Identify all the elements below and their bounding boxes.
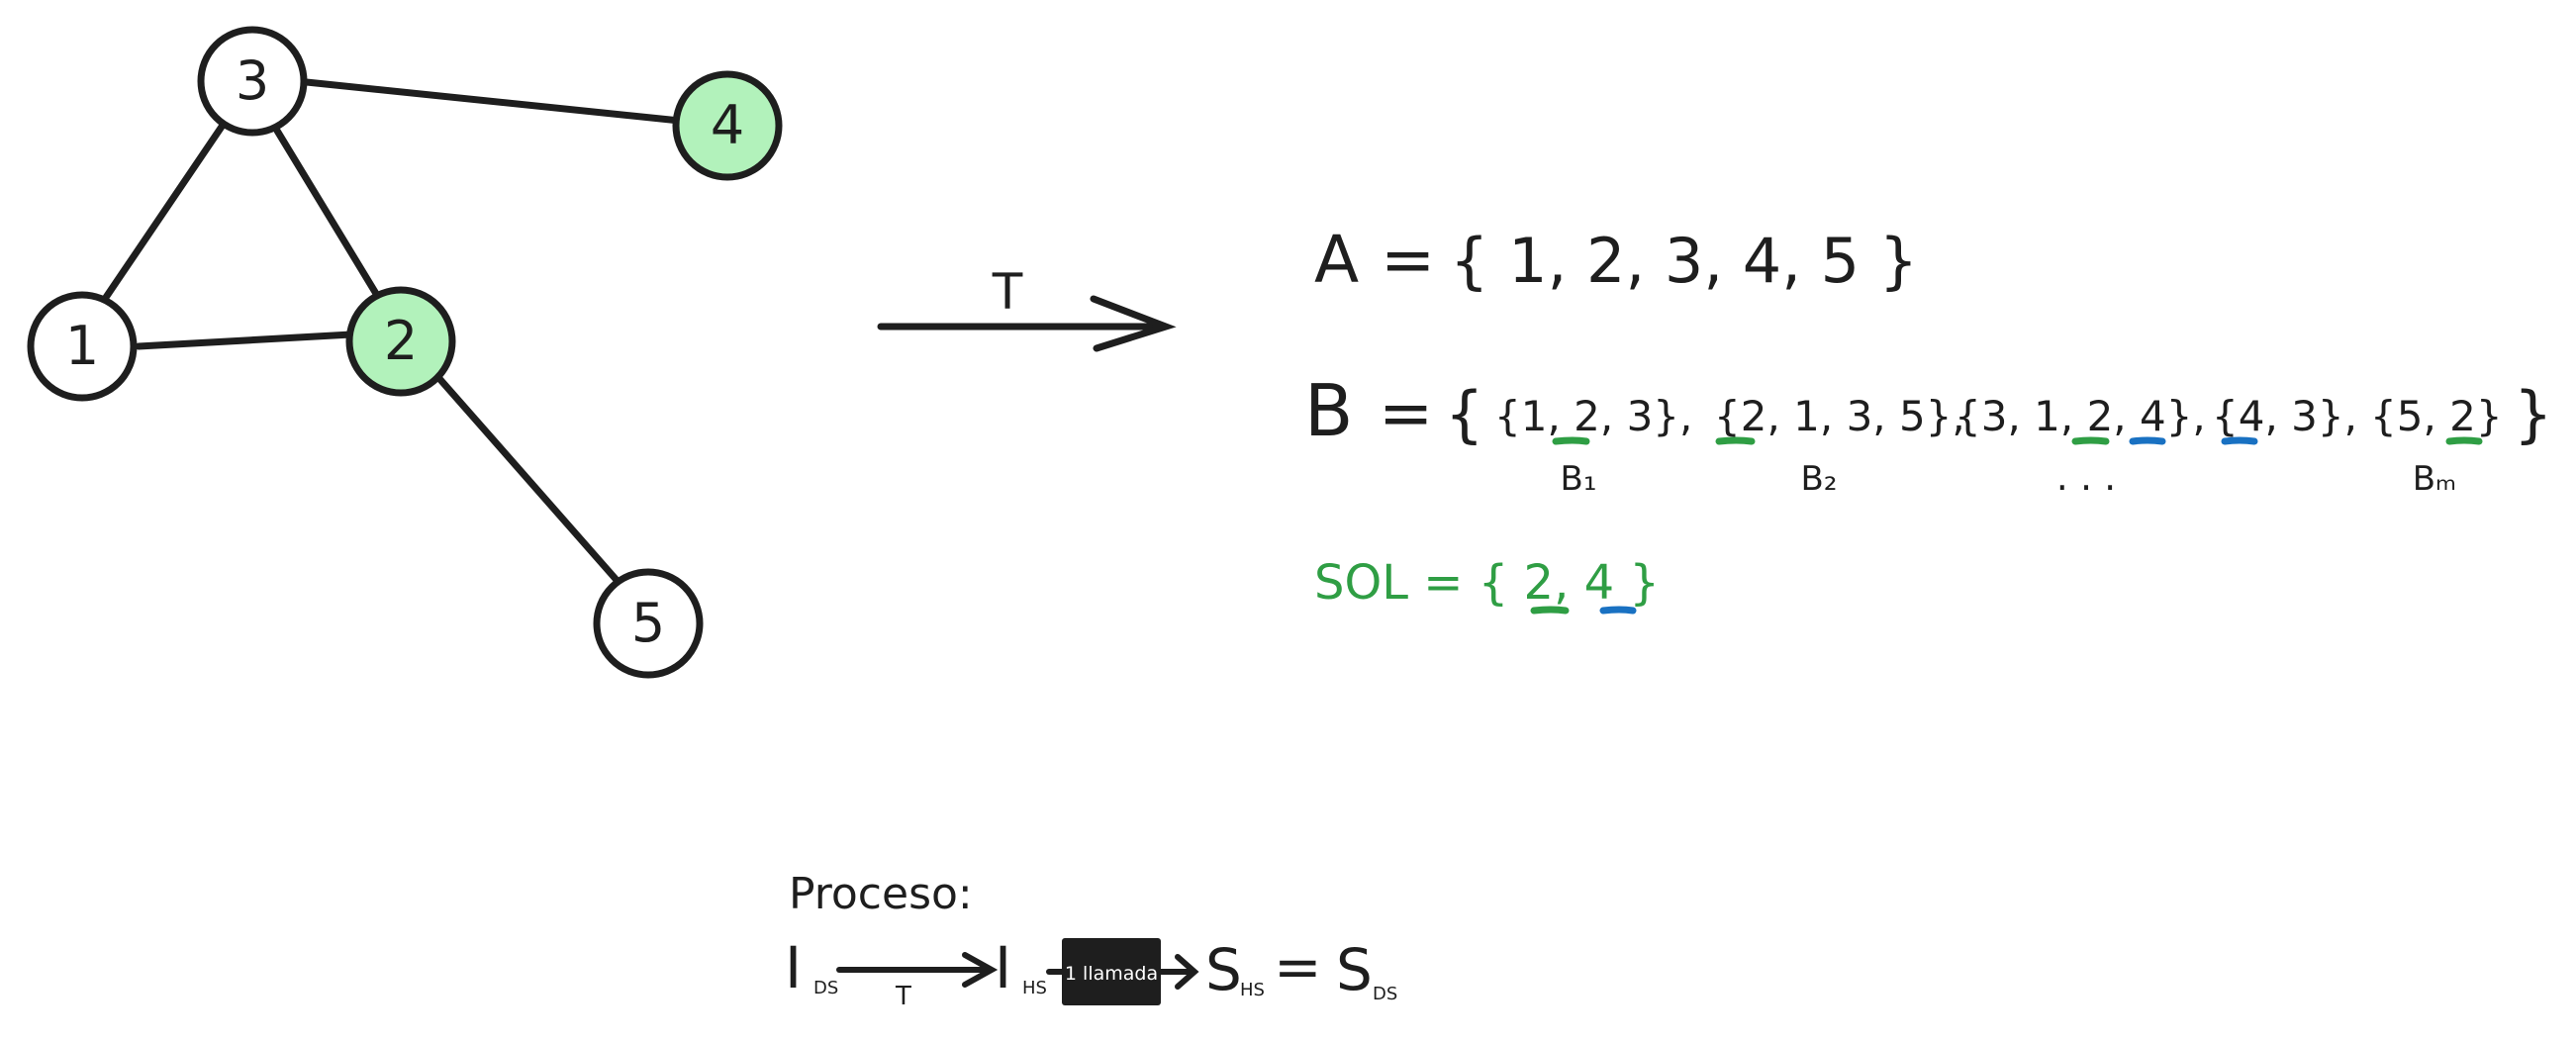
edge-3-4 [293, 77, 684, 125]
process-i-hs-sub: HS [1022, 978, 1047, 998]
edge-3-1 [101, 117, 230, 303]
process-s-hs: S [1205, 936, 1242, 1003]
node-label-5: 5 [631, 592, 665, 654]
solution-highlights [1530, 606, 1637, 615]
subset-b5: {5, 2} [2370, 392, 2503, 440]
process-s-ds-sub: DS [1373, 984, 1397, 1004]
underline-4-in-b3 [2129, 436, 2166, 445]
set-a-eq: = [1381, 222, 1435, 298]
subset-b1: {1, 2, 3}, [1494, 392, 1692, 440]
graph-node-2: 2 [345, 286, 456, 397]
process-eq: = [1274, 933, 1322, 1000]
process-i-ds: I [785, 934, 802, 1001]
underline-2-in-b5 [2445, 436, 2483, 445]
transform-arrow [877, 295, 1177, 352]
edge-3-2 [273, 127, 382, 301]
set-a-elements: { 1, 2, 3, 4, 5 } [1450, 225, 1918, 297]
process-s-hs-sub: HS [1240, 980, 1265, 1000]
solution-set: SOL = { 2, 4 } [1314, 555, 1660, 611]
edge-2-5 [431, 370, 620, 583]
graph-node-1: 1 [27, 291, 138, 402]
graph-node-5: 5 [593, 568, 704, 679]
process-i-ds-sub: DS [813, 978, 838, 998]
process-arrow-box [1158, 954, 1199, 990]
process-box-label: 1 llamada [1065, 963, 1158, 985]
process-s-ds: S [1336, 936, 1373, 1003]
node-label-1: 1 [65, 315, 99, 377]
set-a-name: A [1314, 222, 1359, 298]
subset-b4: {4, 3}, [2212, 392, 2357, 440]
subset-label-b1: B₁ [1561, 459, 1597, 499]
subset-label-bm: Bₘ [2413, 459, 2457, 499]
transform-label: T [992, 263, 1023, 321]
process-arrow-label: T [895, 982, 911, 1011]
set-b-name: B [1304, 369, 1353, 452]
graph-node-3: 3 [197, 26, 308, 137]
subset-label-b2: B₂ [1801, 459, 1838, 499]
graph-edges [101, 77, 684, 583]
graph-node-4: 4 [672, 70, 783, 181]
subset-b3: {3, 1, 2, 4}, [1955, 392, 2206, 440]
underline-4-in-b4 [2221, 436, 2258, 445]
element-highlights [1552, 436, 2483, 445]
underline-sol-4 [1599, 606, 1637, 615]
set-b-close: } [2514, 378, 2552, 450]
process-arrow-t [836, 952, 999, 988]
underline-sol-2 [1530, 606, 1570, 615]
process-box [1062, 938, 1161, 1005]
set-b-open: { [1445, 378, 1483, 450]
underline-2-in-b3 [2071, 436, 2110, 445]
process-title: Proceso: [789, 869, 973, 919]
edge-1-2 [135, 331, 355, 350]
node-label-4: 4 [711, 94, 744, 156]
set-b-eq: = [1379, 375, 1433, 451]
node-label-2: 2 [384, 310, 418, 372]
underline-2-in-b1 [1552, 436, 1590, 445]
node-label-3: 3 [236, 49, 269, 112]
subset-label-ellipsis: . . . [2056, 455, 2116, 499]
process-i-hs: I [995, 934, 1011, 1001]
subset-b2: {2, 1, 3, 5}, [1714, 392, 1965, 440]
underline-2-in-b2 [1715, 436, 1756, 445]
